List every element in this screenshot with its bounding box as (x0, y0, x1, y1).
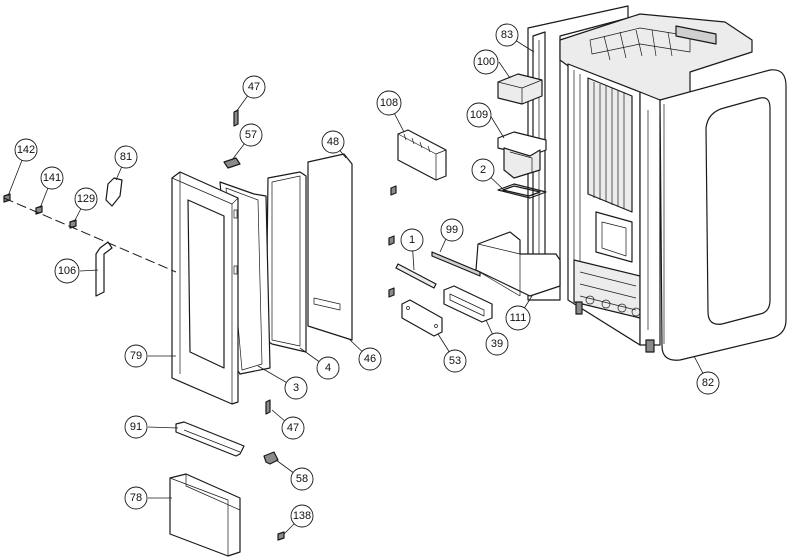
svg-text:57: 57 (245, 129, 257, 141)
tag-109: 109 (466, 102, 492, 128)
tag-142: 142 (14, 138, 38, 162)
tag-53: 53 (443, 349, 467, 373)
svg-text:82: 82 (702, 377, 714, 389)
part-91-bar (175, 421, 245, 457)
stove-body (527, 5, 787, 361)
svg-text:109: 109 (470, 109, 488, 121)
tag-106: 106 (54, 258, 80, 284)
part-39-tray (443, 285, 493, 323)
tag-108: 108 (376, 90, 402, 116)
part-99-rail (431, 251, 481, 277)
tag-138: 138 (290, 504, 314, 528)
part-111-duct (475, 231, 561, 297)
svg-text:47: 47 (287, 422, 299, 434)
svg-text:141: 141 (43, 172, 61, 184)
part-79-door (171, 171, 239, 405)
svg-text:79: 79 (130, 350, 142, 362)
part-53-plate (401, 299, 443, 337)
svg-text:48: 48 (327, 136, 339, 148)
svg-text:142: 142 (17, 144, 35, 156)
part-1-rod (395, 263, 437, 289)
tag-83: 83 (495, 23, 519, 47)
svg-text:39: 39 (491, 338, 503, 350)
svg-text:91: 91 (130, 421, 142, 433)
tag-82: 82 (696, 371, 720, 395)
part-58-clip (263, 451, 279, 465)
tag-129: 129 (74, 187, 98, 211)
svg-text:53: 53 (449, 355, 461, 367)
svg-text:1: 1 (409, 234, 415, 246)
svg-text:2: 2 (480, 164, 486, 176)
clip-3 (388, 287, 395, 298)
tag-111: 111 (505, 305, 531, 331)
part-47-screw (233, 109, 239, 127)
tag-4: 4 (316, 356, 340, 380)
tag-48: 48 (321, 130, 345, 154)
tag-39: 39 (485, 332, 509, 356)
svg-text:81: 81 (120, 151, 132, 163)
tag-1: 1 (400, 228, 424, 252)
part-81-latch (105, 177, 123, 207)
part-2-gasket (497, 183, 547, 199)
part-138-screw (277, 531, 285, 541)
tag-81: 81 (114, 145, 138, 169)
part-109-bucket (497, 131, 547, 179)
tag-57: 57 (239, 123, 263, 147)
tag-78: 78 (124, 486, 148, 510)
tag-91: 91 (124, 415, 148, 439)
tag-3: 3 (284, 376, 308, 400)
svg-text:78: 78 (130, 492, 142, 504)
svg-text:58: 58 (296, 473, 308, 485)
tag-141: 141 (40, 166, 64, 190)
part-57-clip (223, 157, 241, 169)
svg-text:138: 138 (293, 510, 311, 522)
tag-47-lower: 47 (281, 416, 305, 440)
part-48-panel (307, 153, 353, 341)
tag-46: 46 (358, 347, 382, 371)
svg-text:3: 3 (293, 382, 299, 394)
svg-text:47: 47 (248, 81, 260, 93)
svg-text:129: 129 (77, 193, 95, 205)
part-100-box (497, 73, 543, 105)
tag-99: 99 (440, 218, 464, 242)
tag-47-upper: 47 (242, 75, 266, 99)
svg-text:108: 108 (380, 97, 398, 109)
part-108-panel (397, 129, 447, 181)
clip-2 (388, 235, 395, 246)
svg-text:100: 100 (477, 56, 495, 68)
tag-58: 58 (290, 467, 314, 491)
tag-100: 100 (473, 49, 499, 75)
part-78-ash-door (169, 473, 241, 557)
svg-text:46: 46 (364, 353, 376, 365)
part-47-screw-lower (265, 399, 271, 415)
svg-text:4: 4 (325, 362, 331, 374)
svg-text:83: 83 (501, 29, 513, 41)
tag-79: 79 (124, 344, 148, 368)
assembly-line (3, 197, 177, 273)
svg-text:111: 111 (510, 312, 527, 324)
svg-text:106: 106 (58, 265, 76, 277)
clip-1 (390, 185, 397, 196)
part-106-handle (95, 241, 113, 297)
tag-2: 2 (471, 158, 495, 182)
svg-text:99: 99 (446, 224, 458, 236)
